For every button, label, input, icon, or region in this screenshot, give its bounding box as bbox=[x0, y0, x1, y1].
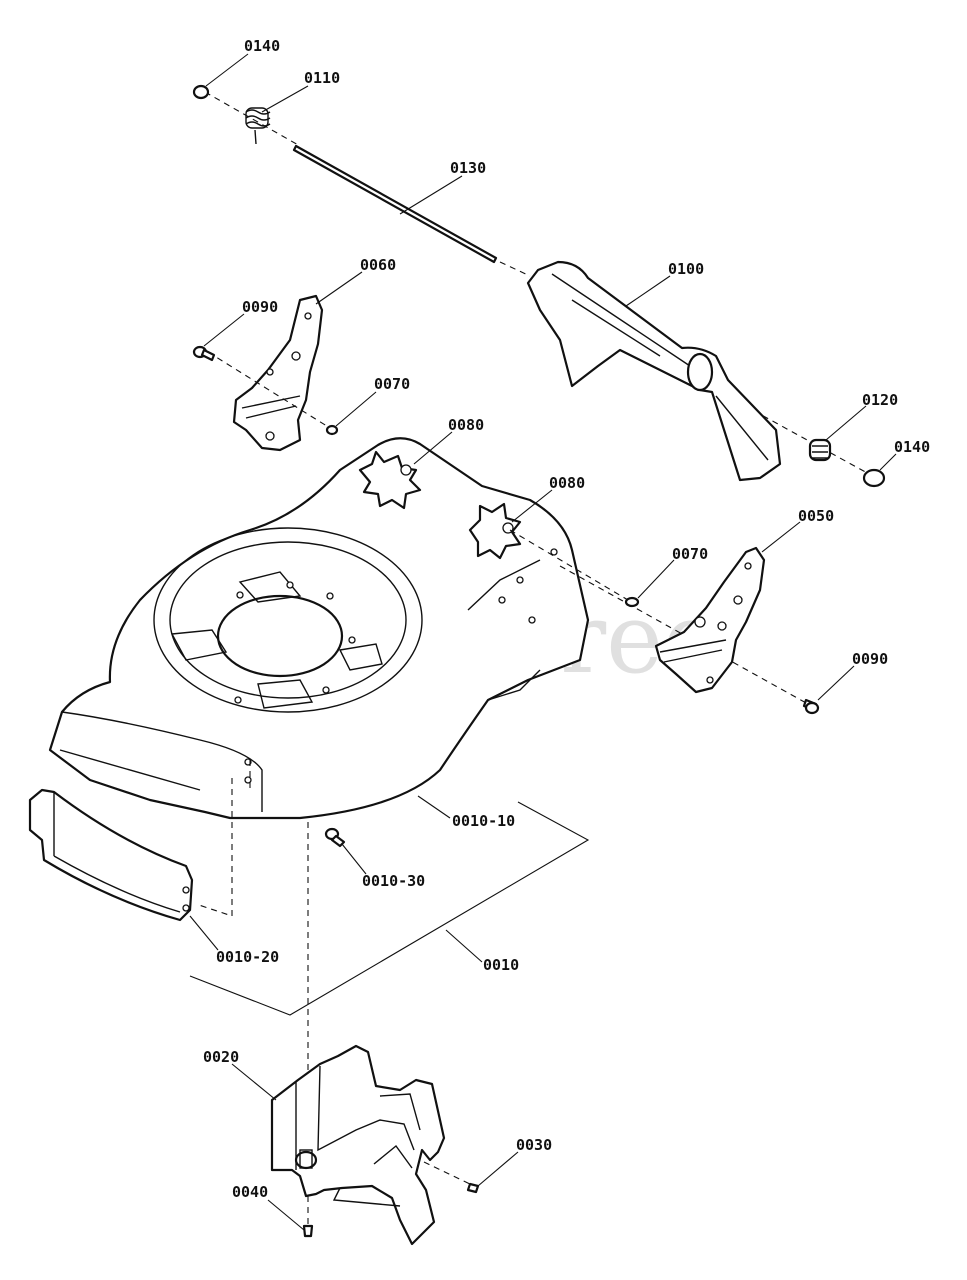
cap-0140-top[interactable] bbox=[192, 84, 210, 100]
bolt-0090-left[interactable] bbox=[192, 345, 216, 362]
callout-0040[interactable]: 0040 bbox=[232, 1183, 268, 1201]
mower-deck-0010-10[interactable] bbox=[48, 437, 590, 820]
callout-0090-right[interactable]: 0090 bbox=[852, 650, 888, 668]
spring-0110[interactable] bbox=[245, 107, 271, 145]
washer-0070-left[interactable] bbox=[325, 424, 339, 436]
axle-end-boss bbox=[686, 352, 714, 392]
front-flap-0010-20[interactable] bbox=[28, 788, 194, 922]
flap-mount-guides bbox=[195, 760, 251, 917]
callout-0090-left[interactable]: 0090 bbox=[242, 298, 278, 316]
axle-assembly bbox=[192, 84, 886, 488]
callout-0010-30[interactable]: 0010-30 bbox=[362, 872, 425, 890]
mount-pad-right bbox=[338, 643, 383, 671]
callout-0100[interactable]: 0100 bbox=[668, 260, 704, 278]
callout-0030[interactable]: 0030 bbox=[516, 1136, 552, 1154]
mount-pad-rear bbox=[238, 571, 302, 603]
rear-axle-0100[interactable] bbox=[526, 260, 782, 482]
callout-0070-right[interactable]: 0070 bbox=[672, 545, 708, 563]
screw-0030[interactable] bbox=[466, 1182, 480, 1194]
screw-0030-centerline bbox=[423, 1161, 471, 1185]
axle-rod-0130[interactable] bbox=[292, 144, 498, 264]
star-washer-0080-left[interactable] bbox=[358, 450, 422, 510]
callout-0010[interactable]: 0010 bbox=[483, 956, 519, 974]
callout-0020[interactable]: 0020 bbox=[203, 1048, 239, 1066]
height-bracket-0050[interactable] bbox=[654, 546, 766, 694]
callout-0060[interactable]: 0060 bbox=[360, 256, 396, 274]
baffle-housing-0020[interactable] bbox=[270, 1044, 446, 1246]
washer-0070-right[interactable] bbox=[624, 596, 640, 608]
screw-0040[interactable] bbox=[302, 1224, 314, 1238]
callout-0010-10[interactable]: 0010-10 bbox=[452, 812, 515, 830]
callout-0110[interactable]: 0110 bbox=[304, 69, 340, 87]
mount-pad-left bbox=[170, 629, 228, 661]
callout-0140-top[interactable]: 0140 bbox=[244, 37, 280, 55]
screw-0010-30[interactable] bbox=[324, 827, 346, 848]
callout-0070-left[interactable]: 0070 bbox=[374, 375, 410, 393]
shaft-boss bbox=[294, 1150, 318, 1170]
height-bracket-0060[interactable] bbox=[232, 294, 324, 452]
spring-0120[interactable] bbox=[808, 438, 832, 462]
mount-pad-front bbox=[257, 679, 314, 709]
callout-0080-left[interactable]: 0080 bbox=[448, 416, 484, 434]
leader-lines bbox=[189, 53, 897, 1231]
callout-0080-right[interactable]: 0080 bbox=[549, 474, 585, 492]
cap-0140-right[interactable] bbox=[862, 468, 886, 488]
callout-0010-20[interactable]: 0010-20 bbox=[216, 948, 279, 966]
callout-0140-right[interactable]: 0140 bbox=[894, 438, 930, 456]
star-washer-0080-right[interactable] bbox=[468, 502, 522, 560]
deck-motor-opening bbox=[216, 594, 344, 678]
bracket-left-centerline bbox=[207, 351, 331, 429]
callout-labels: 0140 0110 0130 0060 0100 0090 0070 0080 … bbox=[203, 37, 930, 1201]
kit-0010-bracket bbox=[189, 801, 590, 1016]
callout-0130[interactable]: 0130 bbox=[450, 159, 486, 177]
callout-0050[interactable]: 0050 bbox=[798, 507, 834, 525]
callout-0120[interactable]: 0120 bbox=[862, 391, 898, 409]
bolt-0090-right[interactable] bbox=[802, 698, 820, 715]
deck-right-centerline bbox=[509, 529, 809, 705]
